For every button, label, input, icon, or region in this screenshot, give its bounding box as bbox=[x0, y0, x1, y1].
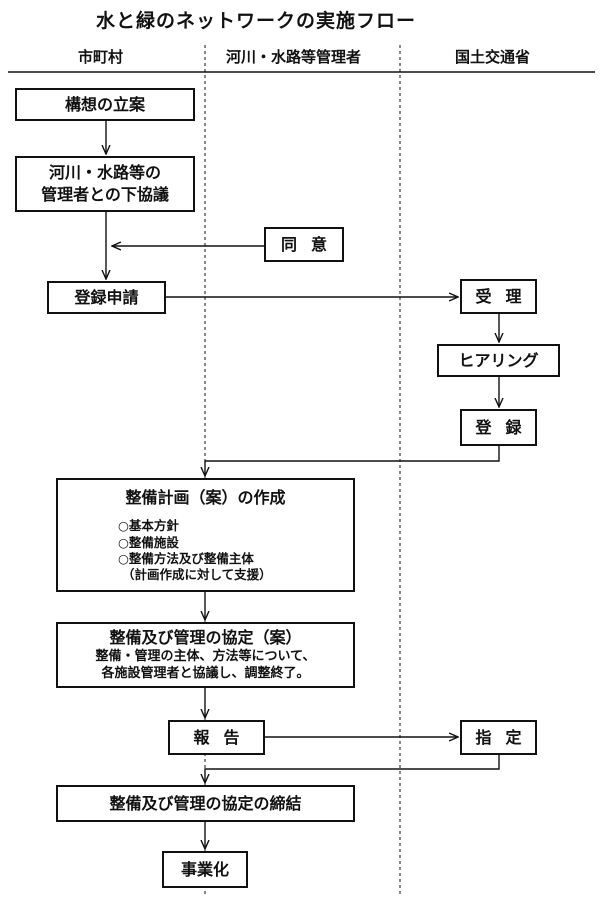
node-shitakyougi: 河川・水路等の 管理者との下協議 bbox=[15, 156, 195, 212]
node-teiketsu: 整備及び管理の協定の締結 bbox=[56, 785, 355, 822]
node-touroku-shinsei-label: 登録申請 bbox=[74, 287, 139, 307]
node-doui: 同意 bbox=[264, 227, 344, 262]
node-kyoutei-an-title: 整備及び管理の協定（案） bbox=[109, 628, 302, 648]
keikaku-item-policy: ○基本方針 bbox=[118, 518, 179, 534]
node-hearing: ヒアリング bbox=[437, 344, 560, 377]
node-shitei-label: 指定 bbox=[475, 727, 536, 747]
arrow-touroku-to-keikaku bbox=[205, 446, 500, 476]
node-juri-label: 受理 bbox=[475, 286, 536, 306]
node-kyoutei-an-line1: 整備・管理の主体、方法等について、 bbox=[95, 648, 316, 664]
node-kousou-label: 構想の立案 bbox=[64, 94, 145, 114]
node-touroku-label: 登録 bbox=[475, 417, 536, 437]
node-keikaku: 整備計画（案）の作成 ○基本方針 ○整備施設 ○整備方法及び整備主体 （計画作成… bbox=[56, 478, 355, 592]
node-doui-label: 同意 bbox=[280, 234, 341, 254]
keikaku-item-method: ○整備方法及び整備主体 bbox=[118, 550, 254, 566]
node-touroku: 登録 bbox=[460, 409, 537, 446]
keikaku-note: （計画作成に対して支援） bbox=[122, 567, 272, 583]
lane-header-river-manager: 河川・水路等管理者 bbox=[226, 48, 362, 66]
node-teiketsu-label: 整備及び管理の協定の締結 bbox=[109, 793, 302, 813]
diagram-title: 水と緑のネットワークの実施フロー bbox=[96, 10, 417, 32]
node-houkoku: 報告 bbox=[168, 720, 265, 755]
node-kyoutei-an-line2: 各施設管理者と協議し、調整終了。 bbox=[101, 665, 310, 681]
keikaku-item-facilities: ○整備施設 bbox=[118, 534, 179, 550]
node-jigyouka-label: 事業化 bbox=[180, 859, 229, 879]
node-kyoutei-an: 整備及び管理の協定（案） 整備・管理の主体、方法等について、 各施設管理者と協議… bbox=[56, 622, 355, 688]
node-juri: 受理 bbox=[460, 279, 537, 314]
node-keikaku-items: ○基本方針 ○整備施設 ○整備方法及び整備主体 （計画作成に対して支援） bbox=[118, 518, 272, 583]
node-touroku-shinsei: 登録申請 bbox=[47, 281, 166, 314]
node-shitei: 指定 bbox=[460, 720, 537, 755]
node-shitakyougi-line2: 管理者との下協議 bbox=[41, 185, 169, 204]
node-kousou: 構想の立案 bbox=[15, 88, 195, 121]
node-houkoku-label: 報告 bbox=[193, 727, 254, 747]
arrow-shitei-to-teiketsu bbox=[205, 755, 500, 783]
node-shitakyougi-line1: 河川・水路等の bbox=[48, 163, 161, 183]
lane-header-mlit: 国土交通省 bbox=[455, 48, 531, 66]
node-keikaku-title: 整備計画（案）の作成 bbox=[125, 487, 286, 507]
node-jigyouka: 事業化 bbox=[162, 851, 248, 888]
lane-header-municipality: 市町村 bbox=[78, 48, 124, 66]
node-hearing-label: ヒアリング bbox=[458, 350, 539, 370]
